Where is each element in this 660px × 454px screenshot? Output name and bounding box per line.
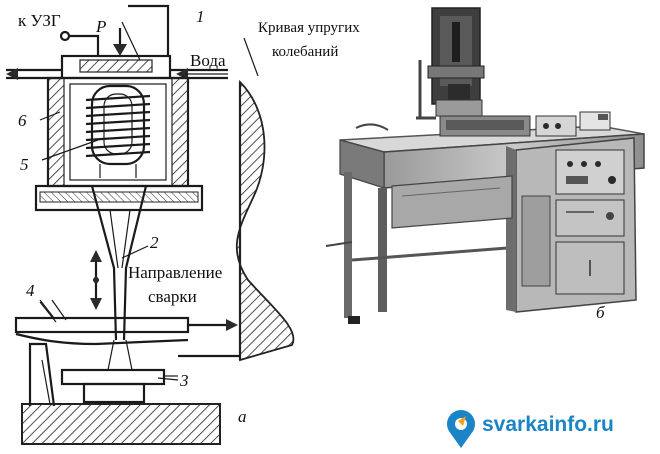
uzg-wire [59,4,170,56]
label-number-5: 5 [20,155,29,174]
control-cabinet [506,137,637,313]
label-number-2: 2 [150,233,159,252]
oscillation-curve [178,79,295,362]
leader-lines [39,37,259,381]
label-water: Вода [190,51,226,70]
waveguide-horn [90,185,148,341]
workpieces [14,299,238,346]
label-direction-line2: сварки [148,287,197,306]
support-frame [28,342,56,407]
magnetostrictive-coil [85,84,151,178]
label-curve-line2: колебаний [272,44,338,60]
site-watermark[interactable]: svarkainfo.ru [447,410,614,448]
pressure-arrow [113,28,127,56]
label-direction-line1: Направление [128,263,222,282]
welding-machine-photo: б [325,7,645,324]
welding-column [416,7,485,120]
lower-flange [34,184,204,212]
watermark-logo-icon [447,410,475,448]
oscillation-arrow [90,250,102,310]
desk-drawer [391,175,513,229]
watermark-text: svarkainfo.ru [482,413,614,436]
transducer-cap [60,21,172,80]
label-number-6: 6 [18,111,27,130]
label-uzg: к УЗГ [18,11,61,30]
instrument-panel [355,111,611,137]
label-number-1: 1 [196,7,205,26]
welding-schematic: к УЗГ P 1 Кривая упругих колебаний Вода … [6,4,360,445]
label-pressure: P [95,17,106,36]
label-subfigure-a: а [238,407,247,426]
anvil [60,339,178,404]
base-plate [21,403,221,445]
label-subfigure-b: б [596,303,605,322]
label-curve-line1: Кривая упругих [258,20,360,36]
label-number-3: 3 [179,371,189,390]
label-number-4: 4 [26,281,35,300]
